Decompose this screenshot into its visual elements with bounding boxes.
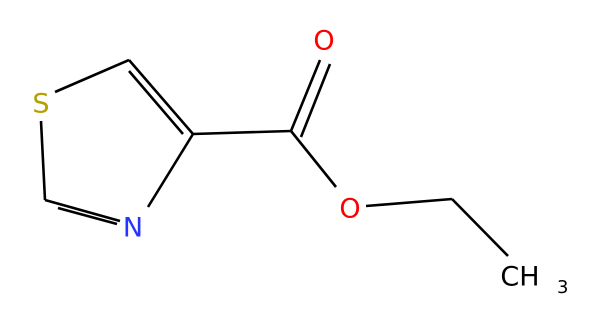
bond-n-c4 xyxy=(146,133,195,208)
methyl-group-label: CH xyxy=(500,262,539,293)
sulfur-atom-label: S xyxy=(32,89,49,120)
bond-c4-carbonyl xyxy=(192,129,292,136)
ester-oxygen-atom-label: O xyxy=(339,194,360,225)
bond-carbonyl-o-a xyxy=(289,59,322,132)
bond-c5-c4 xyxy=(128,59,194,135)
bond-carbonyl-ester-o xyxy=(289,130,338,188)
bond-ester-o-ch2 xyxy=(365,197,453,208)
bond-s-c2 xyxy=(39,120,47,201)
bond-c2-n-inner xyxy=(57,206,118,226)
carbonyl-oxygen-atom-label: O xyxy=(313,26,334,57)
nitrogen-atom-label: N xyxy=(123,213,143,244)
bond-c5-c4-inner xyxy=(128,70,184,135)
bond-c2-n xyxy=(44,198,121,223)
bond-ch2-ch3 xyxy=(451,198,509,257)
bond-s-c5 xyxy=(54,58,130,94)
bond-carbonyl-o-b xyxy=(299,63,332,138)
methyl-subscript-label: 3 xyxy=(557,277,568,298)
